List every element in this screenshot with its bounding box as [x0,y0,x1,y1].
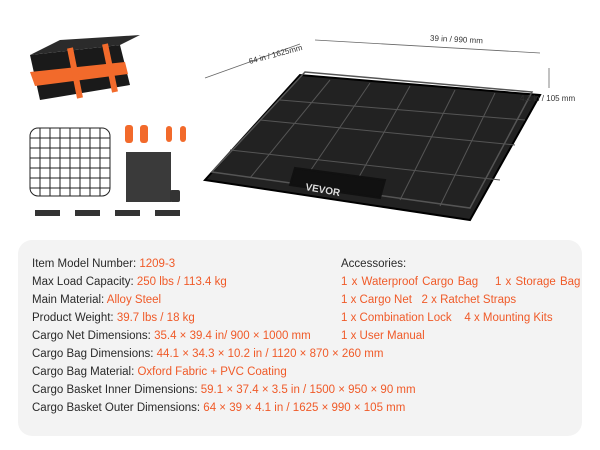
spec-row: Cargo Bag Dimensions: 44.1 × 34.3 × 10.2… [32,348,383,360]
spec-value: 59.1 × 37.4 × 3.5 in / 1500 × 950 × 90 m… [200,384,416,396]
specifications-card [18,240,582,436]
spec-label: Product Weight: [32,312,117,324]
accessory-line: 1 x User Manual [341,330,425,342]
cargo-net-image [29,127,111,197]
spec-label: Cargo Bag Dimensions: [32,348,157,360]
storage-bag-image [126,152,171,202]
spec-label: Cargo Bag Material: [32,366,138,378]
spec-value: Alloy Steel [106,294,162,306]
accessory-line: 1 x Combination Lock 4 x Mounting Kits [341,312,553,324]
spec-value: 1209-3 [139,258,176,270]
dimension-lines [204,39,550,88]
spec-value: 64 × 39 × 4.1 in / 1625 × 990 × 105 mm [203,402,406,414]
spec-row: Cargo Net Dimensions: 35.4 × 39.4 in/ 90… [32,330,311,342]
spec-value: Oxford Fabric + PVC Coating [137,366,287,378]
spec-row: Max Load Capacity: 250 lbs / 113.4 kg [32,276,227,288]
height-dimension: 4.1 in / 105 mm [520,94,576,103]
spec-value: 39.7 lbs / 18 kg [116,312,195,324]
spec-label: Main Material: [32,294,107,306]
spec-row: Cargo Bag Material: Oxford Fabric + PVC … [32,366,287,378]
spec-label: Cargo Basket Inner Dimensions: [32,384,201,396]
accessories-title: Accessories: [341,258,407,270]
spec-label: Item Model Number: [32,258,140,270]
spec-label: Cargo Basket Outer Dimensions: [32,402,204,414]
spec-label: Max Load Capacity: [32,276,137,288]
mounting-kits-image [35,210,180,216]
accessory-line: 1 x Cargo Net 2 x Ratchet Straps [341,294,517,306]
spec-row: Item Model Number: 1209-3 [32,258,175,270]
spec-row: Main Material: Alloy Steel [32,294,161,306]
spec-row: Product Weight: 39.7 lbs / 18 kg [32,312,195,324]
spec-row: Cargo Basket Inner Dimensions: 59.1 × 37… [32,384,416,396]
spec-label: Cargo Net Dimensions: [32,330,155,342]
spec-value: 35.4 × 39.4 in/ 900 × 1000 mm [154,330,311,342]
cargo-bag-image [30,35,140,100]
spec-value: 44.1 × 34.3 × 10.2 in / 1120 × 870 × 260… [156,348,384,360]
cargo-basket-image [203,71,542,222]
spec-value: 250 lbs / 113.4 kg [136,276,227,288]
combination-lock-image [170,190,180,202]
spec-row: Cargo Basket Outer Dimensions: 64 × 39 ×… [32,402,405,414]
product-illustration: VEVOR [29,35,550,222]
accessory-line: 1 x Waterproof Cargo Bag 1 x Storage Bag [341,276,581,288]
ratchet-straps-image [125,125,186,143]
